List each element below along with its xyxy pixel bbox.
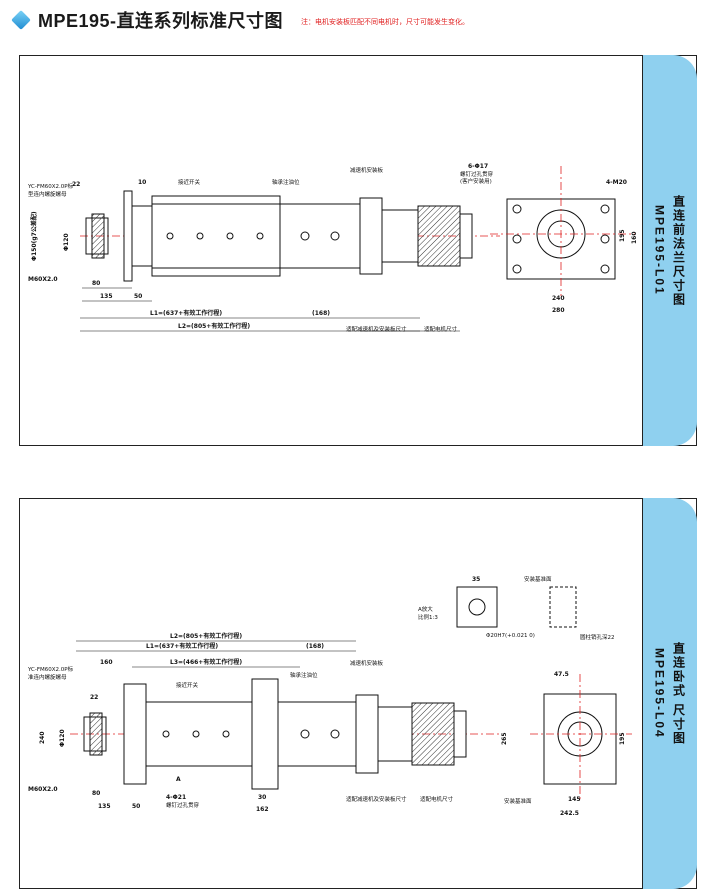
- reducer: [381, 209, 419, 263]
- dim-120: Φ120: [59, 729, 66, 747]
- dim-240: 240: [552, 295, 565, 302]
- detail-a-pin-hole: [468, 598, 486, 616]
- dim-195: 195: [619, 732, 626, 745]
- page-title: MPE195-直连系列标准尺寸图: [38, 11, 284, 31]
- body-top-rail: [151, 195, 281, 205]
- dim-l3: L3=(466+有效工作行程): [170, 658, 242, 666]
- dim-135: 135: [98, 803, 111, 810]
- dim-80: 80: [92, 280, 100, 287]
- label-screws: 4-M20: [606, 179, 627, 186]
- dim-35: 35: [472, 576, 480, 583]
- motor: [411, 702, 455, 766]
- rear-mount: [251, 678, 279, 790]
- tab-title: 直连卧式 尺寸图: [671, 641, 686, 746]
- dim-30: 30: [258, 794, 266, 801]
- page-header: MPE195-直连系列标准尺寸图 注：电机安装板匹配不同电机时，尺寸可能发生变化…: [8, 6, 469, 34]
- tab-title: 直连前法兰尺寸图: [671, 194, 686, 307]
- dim-50: 50: [132, 803, 140, 810]
- label-rod-end: YC-FM60X2.0P标: [27, 665, 74, 673]
- label-flange-holes: 6-Φ17: [468, 163, 488, 170]
- dim-22: 22: [72, 181, 80, 188]
- dim-10: 10: [138, 179, 146, 186]
- detail-a-block: [456, 586, 498, 628]
- dim-160: 160: [100, 659, 113, 666]
- label-reducer-plate: 减速机安装板: [350, 659, 384, 667]
- dim-265: 265: [501, 732, 508, 745]
- front-mount: [123, 683, 147, 785]
- dim-195: 195: [619, 229, 626, 242]
- label-rod-end-2: 准连内螺旋螺母: [28, 673, 67, 681]
- label-limit-switch: 接近开关: [178, 178, 201, 186]
- tab-model: MPE195-L04: [652, 648, 667, 739]
- label-enlarge: A放大: [418, 605, 433, 613]
- dim-22: 22: [90, 694, 98, 701]
- motor: [417, 205, 461, 267]
- page-note: 注：电机安装板匹配不同电机时，尺寸可能发生变化。: [301, 19, 470, 26]
- label-reducer-size: 适配减速机及安装板尺寸: [346, 795, 407, 803]
- dim-l1: L1=(637+有效工作行程): [150, 309, 222, 317]
- dim-135: 135: [100, 293, 113, 300]
- label-base: 安装基准面: [524, 575, 552, 583]
- actuator-body: [151, 203, 281, 269]
- label-reducer-size: 适配减速机及安装板尺寸: [346, 325, 407, 333]
- dim-l2: L2=(805+有效工作行程): [170, 632, 242, 640]
- dim-145: 145: [568, 796, 581, 803]
- rear-housing: [279, 203, 361, 269]
- rod-end-nut: [91, 213, 105, 259]
- reducer: [377, 706, 413, 762]
- rod-end-nut: [89, 712, 103, 756]
- label-pin: Φ20H7(+0.021 0): [486, 633, 535, 639]
- dim-242: 242.5: [560, 810, 579, 817]
- reducer-plate: [355, 694, 379, 774]
- panel-tab-front-flange: 直连前法兰尺寸图 MPE195-L01: [642, 55, 697, 446]
- label-flange-holes-2: 螺钉过孔贯穿: [460, 170, 494, 178]
- dim-120: Φ120: [63, 233, 70, 251]
- label-grease: 轴承注油位: [290, 671, 318, 679]
- dim-50: 50: [134, 293, 142, 300]
- dim-280: 280: [552, 307, 565, 314]
- drawing-panel-front-flange: YC-FM60X2.0P标 型连内螺旋螺母 22 10 接近开关 轴承注油位 减…: [19, 55, 697, 446]
- horizontal-drawing: L2=(805+有效工作行程) L1=(637+有效工作行程) (168) 16…: [27, 575, 632, 817]
- label-base-2: 安装基准面: [504, 797, 532, 805]
- dim-168: (168): [306, 643, 324, 650]
- label-motor-size: 适配电机尺寸: [424, 325, 458, 333]
- dim-162: 162: [256, 806, 269, 813]
- body-bottom-rail: [151, 267, 281, 277]
- tab-model: MPE195-L01: [652, 205, 667, 296]
- dim-168: (168): [312, 310, 330, 317]
- dim-l1: L1=(637+有效工作行程): [146, 642, 218, 650]
- dim-80: 80: [92, 790, 100, 797]
- dim-47: 47.5: [554, 671, 569, 678]
- front-flange: [123, 190, 133, 282]
- motor-cap: [459, 213, 473, 259]
- dim-l2: L2=(805+有效工作行程): [178, 322, 250, 330]
- diamond-icon: [11, 10, 31, 30]
- label-grease: 轴承注油位: [272, 178, 300, 186]
- label-hole-depth: 圆柱销孔深22: [580, 633, 615, 641]
- dim-thread: M60X2.0: [28, 786, 58, 793]
- label-limit-switch: 接近开关: [176, 681, 199, 689]
- label-rod-end-2: 型连内螺旋螺母: [28, 190, 67, 198]
- dim-160: 160: [631, 231, 638, 244]
- detail-side-view: [549, 586, 577, 628]
- label-flange-holes-3: (客户安装用): [460, 177, 492, 185]
- motor-cap: [453, 710, 467, 758]
- label-rod-end: YC-FM60X2.0P标: [27, 182, 74, 190]
- rear-housing: [277, 701, 357, 767]
- dim-thread: M60X2.0: [28, 276, 58, 283]
- label-scale: 比例1:3: [418, 613, 438, 621]
- drawing-panel-horizontal: L2=(805+有效工作行程) L1=(637+有效工作行程) (168) 16…: [19, 498, 697, 889]
- marker-a: A: [176, 776, 181, 783]
- label-motor-size: 适配电机尺寸: [420, 795, 454, 803]
- label-holes-2: 螺钉过孔贯穿: [166, 801, 200, 809]
- front-flange-drawing: YC-FM60X2.0P标 型连内螺旋螺母 22 10 接近开关 轴承注油位 减…: [27, 163, 638, 333]
- reducer-plate: [359, 197, 383, 275]
- flange-neck: [131, 205, 153, 267]
- label-reducer-plate: 减速机安装板: [350, 166, 384, 174]
- panel-tab-horizontal: 直连卧式 尺寸图 MPE195-L04: [642, 498, 697, 889]
- label-holes: 4-Φ21: [166, 794, 186, 801]
- dim-240: 240: [39, 731, 46, 744]
- dim-150: Φ150(g7公差配): [30, 211, 38, 261]
